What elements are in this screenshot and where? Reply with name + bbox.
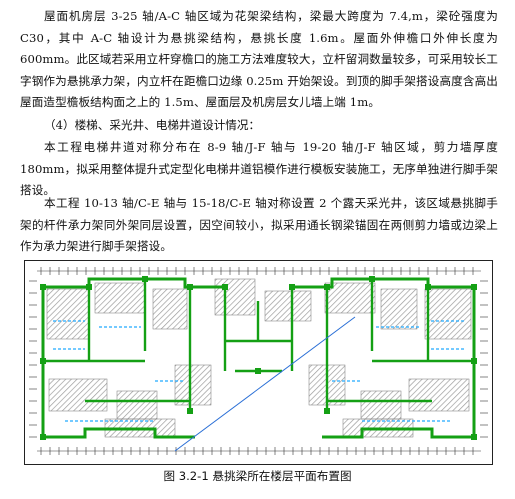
column-marker (40, 358, 46, 364)
hatched-slab (214, 278, 256, 316)
column-marker (289, 284, 295, 290)
column-marker (86, 284, 92, 290)
hatched-slab (48, 378, 108, 412)
hatched-slab (424, 288, 472, 340)
column-marker (471, 434, 477, 440)
hatched-slab (152, 288, 188, 330)
column-marker (471, 284, 477, 290)
hatched-slab (46, 288, 90, 340)
column-marker (222, 284, 228, 290)
hatched-slab (116, 390, 158, 420)
column-marker (324, 284, 330, 290)
hatched-slab (174, 364, 212, 406)
section-diagonal-line (174, 316, 356, 452)
column-marker (40, 434, 46, 440)
column-marker (369, 276, 375, 282)
paragraph-elevator-shaft: 本工程电梯井道对称分布在 8-9 轴/J-F 轴与 19-20 轴/J-F 轴区… (20, 140, 498, 197)
hatched-slab (264, 290, 312, 322)
column-marker (471, 358, 477, 364)
hatched-slab (94, 282, 146, 314)
column-marker (425, 284, 431, 290)
floor-plan-drawing (29, 267, 488, 455)
column-marker (324, 408, 330, 414)
column-marker (255, 368, 261, 374)
floor-plan-figure (24, 260, 493, 465)
hatched-slab (380, 288, 418, 330)
column-marker (187, 408, 193, 414)
column-marker (187, 284, 193, 290)
hatched-slab (408, 378, 470, 412)
column-marker (142, 276, 148, 282)
paragraph-roof-structure: 屋面机房层 3-25 轴/A-C 轴区域为花架梁结构，梁最大跨度为 7.4,m，… (20, 9, 498, 109)
column-marker (40, 284, 46, 290)
section-heading-stairs-elevator: （4）楼梯、采光井、电梯井道设计情况： (44, 118, 261, 132)
hatched-slab (360, 390, 402, 420)
wall-top-right (292, 277, 474, 289)
paragraph-light-well: 本工程 10-13 轴/C-E 轴与 15-18/C-E 轴对称设置 2 个露天… (20, 196, 498, 253)
figure-caption: 图 3.2-1 悬挑梁所在楼层平面布置图 (163, 469, 352, 483)
